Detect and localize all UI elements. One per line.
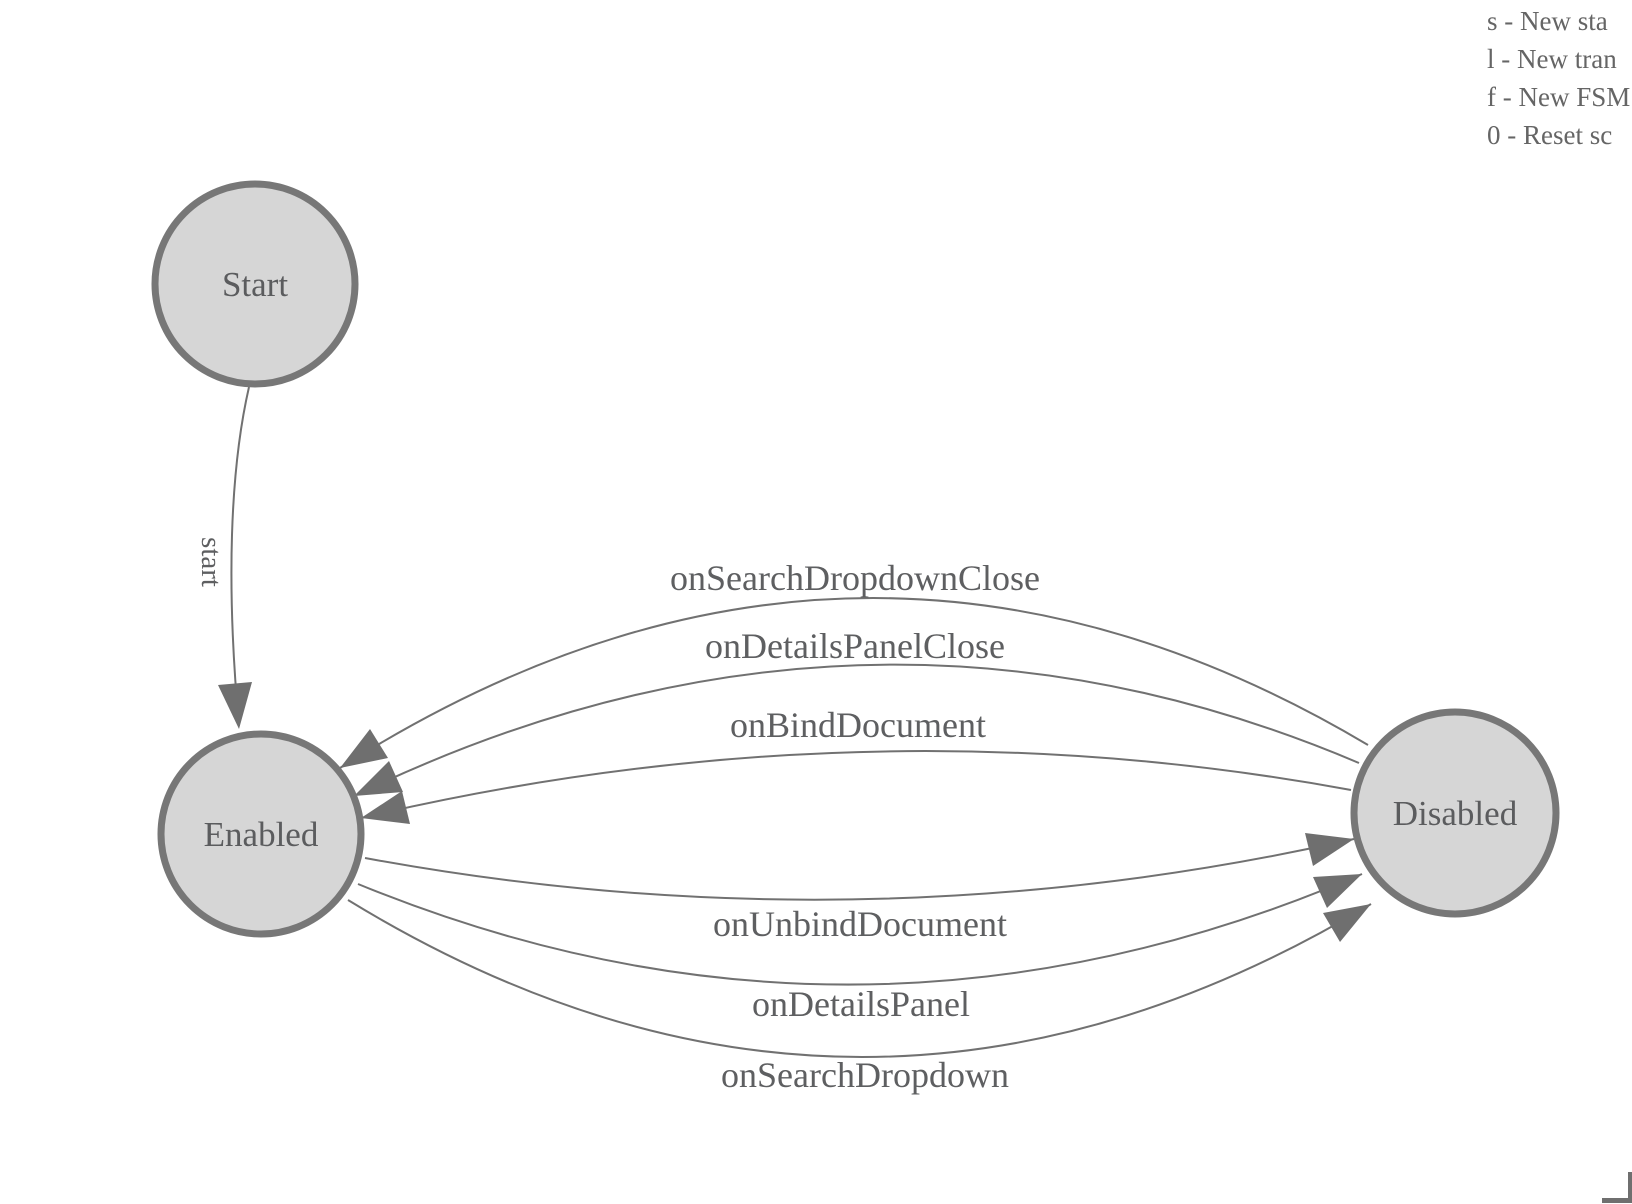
shortcut-legend: s - New sta l - New tran f - New FSM 0 -… — [1487, 2, 1630, 154]
transition-start[interactable]: start — [195, 386, 252, 729]
transition-label-onDetailsPanelClose: onDetailsPanelClose — [705, 626, 1005, 666]
arrowhead-icon — [361, 791, 410, 824]
arrowhead-icon — [354, 761, 403, 796]
state-circle-disabled[interactable] — [1350, 708, 1560, 918]
edge-line[interactable] — [347, 899, 1372, 1058]
transition-label-start: start — [195, 537, 227, 587]
edge-line[interactable] — [360, 750, 1352, 819]
edge-line[interactable] — [357, 873, 1363, 986]
transition-onBindDocument[interactable]: onBindDocument — [360, 705, 1352, 824]
transition-label-onSearchDropdown: onSearchDropdown — [721, 1055, 1009, 1095]
edge-line[interactable] — [353, 663, 1360, 797]
state-label-enabled: Enabled — [204, 815, 319, 854]
edge-line[interactable] — [230, 386, 250, 727]
legend-line: f - New FSM — [1487, 82, 1631, 112]
transition-onDetailsPanel[interactable]: onDetailsPanel — [357, 873, 1363, 1024]
paper-boundary-corner — [1602, 1172, 1632, 1203]
transition-onSearchDropdownClose[interactable]: onSearchDropdownClose — [339, 558, 1369, 769]
legend-line: s - New sta — [1487, 6, 1608, 36]
arrowhead-icon — [1305, 833, 1354, 866]
transition-label-onBindDocument: onBindDocument — [730, 705, 986, 745]
state-label-disabled: Disabled — [1393, 794, 1518, 833]
state-label-start: Start — [222, 265, 288, 304]
arrowhead-icon — [1323, 904, 1371, 942]
transition-label-onDetailsPanel: onDetailsPanel — [752, 984, 970, 1024]
transition-label-onUnbindDocument: onUnbindDocument — [713, 904, 1007, 944]
legend-line: l - New tran — [1487, 44, 1617, 74]
state-circle-start[interactable] — [151, 180, 359, 388]
edge-line[interactable] — [364, 838, 1355, 901]
transition-onDetailsPanelClose[interactable]: onDetailsPanelClose — [353, 626, 1360, 797]
legend-line: 0 - Reset sc — [1487, 120, 1613, 150]
state-circle-enabled[interactable] — [157, 730, 365, 938]
arrowhead-icon — [218, 682, 252, 729]
arrowhead-icon — [1313, 874, 1362, 908]
transition-onSearchDropdown[interactable]: onSearchDropdown — [347, 899, 1372, 1095]
edge-line[interactable] — [339, 597, 1369, 769]
transition-label-onSearchDropdownClose: onSearchDropdownClose — [670, 558, 1040, 598]
transition-onUnbindDocument[interactable]: onUnbindDocument — [364, 833, 1355, 944]
arrowhead-icon — [340, 729, 388, 768]
state-node-enabled[interactable]: Enabled — [157, 730, 365, 938]
state-node-start[interactable]: Start — [151, 180, 359, 388]
state-node-disabled[interactable]: Disabled — [1350, 708, 1560, 918]
